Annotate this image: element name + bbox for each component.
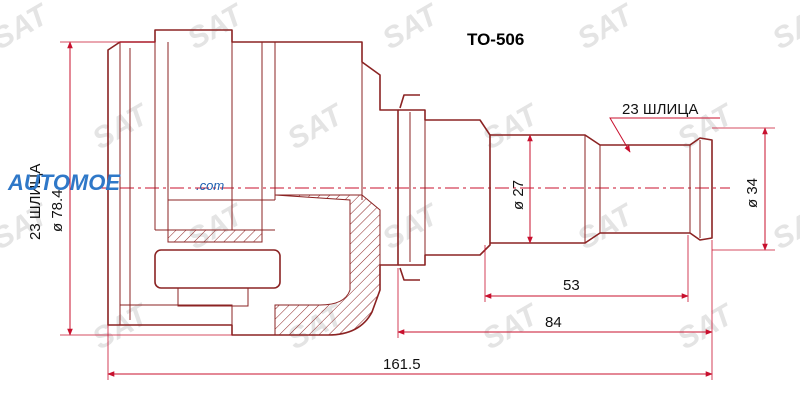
watermark-brand: SAT — [377, 0, 446, 56]
stem-outline — [398, 94, 713, 281]
outer-diameter-label: ø 78.4 — [49, 189, 66, 232]
part-number: TO-506 — [467, 30, 524, 49]
shaft-splines-label: 23 ШЛИЦА — [622, 101, 698, 118]
stem-diameter-label: ø 27 — [510, 180, 527, 210]
watermark-brand: SAT — [377, 197, 446, 256]
logo-text: AUTOMOE — [7, 170, 121, 195]
housing-outline — [107, 29, 399, 336]
watermark-brand: SAT — [767, 0, 800, 56]
length-total-label: 161.5 — [383, 356, 421, 373]
watermark-brand: SAT — [572, 197, 641, 256]
watermark-brand: SAT — [182, 0, 251, 56]
watermark-brand: SAT — [767, 197, 800, 256]
length-84-label: 84 — [545, 314, 562, 331]
watermark-brand: SAT — [477, 97, 546, 156]
length-53-label: 53 — [563, 277, 580, 294]
watermark-brand: SAT — [572, 0, 641, 56]
watermark-brand: SAT — [282, 97, 351, 156]
watermark-brand: SAT — [87, 297, 156, 356]
dimension-lines — [60, 41, 775, 380]
watermark-brand: SAT — [0, 0, 56, 56]
shaft-diameter-label: ø 34 — [744, 178, 761, 208]
watermark-brand: SAT — [672, 297, 741, 356]
automoe-logo: AUTOMOE .com — [7, 170, 224, 195]
watermark-brand: SAT — [182, 197, 251, 256]
logo-suffix: .com — [196, 178, 224, 193]
watermark-brand: SAT — [477, 297, 546, 356]
watermark-brand: SAT — [87, 97, 156, 156]
outer-splines-label: 23 ШЛИЦА — [27, 164, 44, 240]
